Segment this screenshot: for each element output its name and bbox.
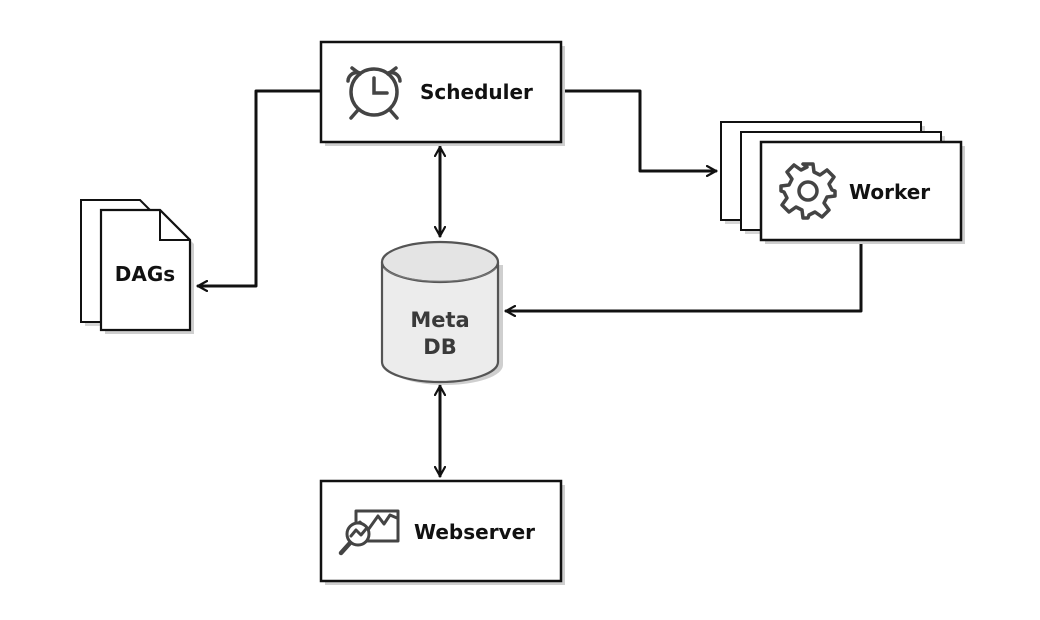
- webserver-label: Webserver: [414, 520, 535, 544]
- scheduler-node[interactable]: Scheduler: [319, 40, 565, 146]
- edge-scheduler-to-dags: [196, 89, 322, 286]
- edge-scheduler-to-worker: [560, 89, 718, 171]
- folded-corner-icon: [159, 210, 190, 241]
- worker-label: Worker: [849, 180, 930, 204]
- chart-magnifier-icon: [338, 509, 400, 556]
- edges: [196, 89, 863, 478]
- metadb-label-line2: DB: [423, 335, 456, 359]
- dags-node[interactable]: DAGs: [80, 199, 194, 334]
- webserver-node[interactable]: Webserver: [319, 479, 565, 585]
- worker-node[interactable]: Worker: [720, 121, 965, 244]
- dags-label: DAGs: [115, 262, 175, 286]
- gear-icon: [779, 162, 837, 220]
- metadb-label-line1: Meta: [410, 308, 469, 332]
- alarm-clock-icon: [346, 66, 402, 120]
- metadb-node[interactable]: Meta DB: [380, 240, 503, 385]
- edge-worker-to-metadb: [504, 241, 863, 311]
- scheduler-label: Scheduler: [420, 80, 533, 104]
